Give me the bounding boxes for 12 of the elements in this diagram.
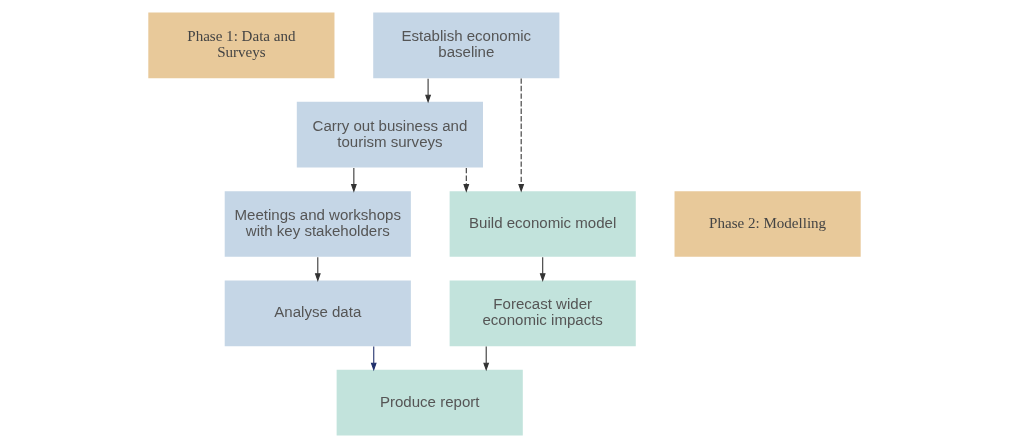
node-box: Phase 2: Modelling (674, 191, 861, 257)
node-box: Phase 1: Data and Surveys (148, 12, 335, 79)
node-box: Build economic model (449, 191, 636, 257)
arrow (518, 78, 525, 193)
node-box: Meetings and workshops with key stakeholders (224, 191, 411, 257)
node-box: Analyse data (224, 280, 411, 347)
node-box: Forecast wider economic impacts (449, 280, 636, 347)
arrow (425, 78, 432, 104)
node-box: Establish economic baseline (373, 12, 560, 79)
arrow (463, 167, 470, 193)
node-box: Produce report (336, 369, 523, 436)
node-box: Carry out business and tourism surveys (296, 101, 483, 168)
